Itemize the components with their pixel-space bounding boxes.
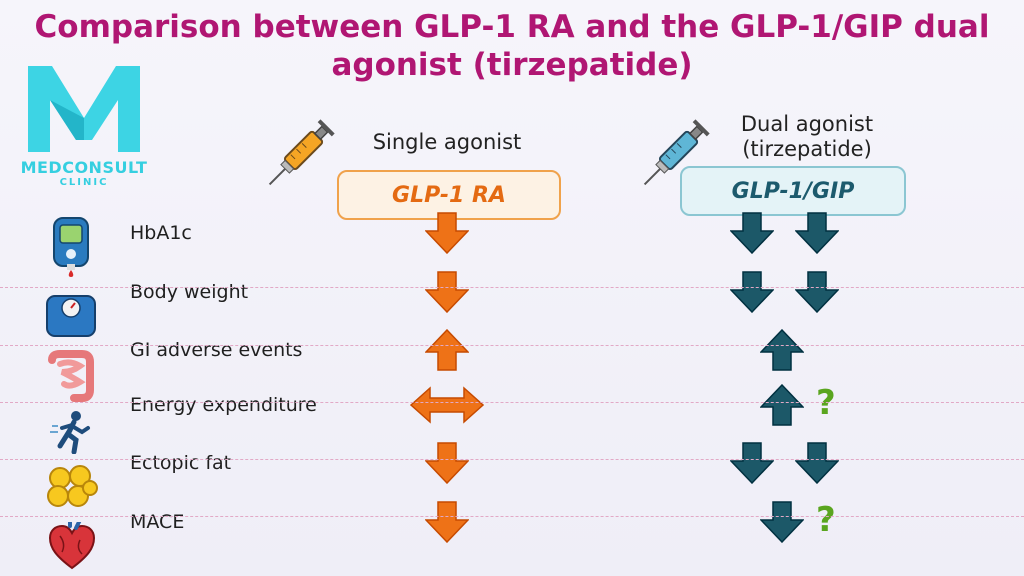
row-divider (0, 516, 1024, 517)
single-agonist-arrow-up (425, 329, 469, 371)
dual-agonist-header: Dual agonist (tirzepatide) (712, 112, 902, 162)
single-agonist-arrow-down (425, 442, 469, 484)
table-row: Ectopic fat (0, 434, 1024, 492)
row-label: GI adverse events (130, 339, 303, 361)
dual-header-line-1: Dual agonist (740, 112, 874, 136)
single-agonist-header: Single agonist (372, 130, 522, 154)
medconsult-logo-icon (28, 66, 140, 152)
row-label: Energy expenditure (130, 394, 317, 416)
row-divider (0, 345, 1024, 346)
glucose-meter-icon (53, 217, 89, 277)
title-line-1: Comparison between GLP-1 RA and the GLP-… (34, 9, 990, 45)
dual-agonist-arrow-down (795, 442, 839, 484)
row-label: HbA1c (130, 222, 192, 244)
row-divider (0, 402, 1024, 403)
table-row: Body weight (0, 263, 1024, 321)
dual-agonist-arrow-down (730, 271, 774, 313)
page-title: Comparison between GLP-1 RA and the GLP-… (0, 8, 1024, 84)
dual-agonist-arrow-down (730, 212, 774, 254)
dual-agonist-arrow-down (760, 501, 804, 543)
logo-subtitle: CLINIC (59, 177, 109, 188)
fat-cells-icon (47, 465, 98, 507)
dual-agonist-arrow-up (760, 329, 804, 371)
single-agonist-arrow-both (410, 386, 484, 424)
uncertain-question-mark: ? (816, 500, 836, 540)
single-agonist-arrow-down (425, 271, 469, 313)
table-row: HbA1c (0, 204, 1024, 262)
title-line-2: agonist (tirzepatide) (331, 47, 693, 83)
row-label: Ectopic fat (130, 452, 232, 474)
scale-icon (46, 295, 96, 337)
row-divider (0, 287, 1024, 288)
single-agonist-arrow-down (425, 212, 469, 254)
table-row: MACE (0, 493, 1024, 551)
table-row: GI adverse events (0, 321, 1024, 379)
runner-icon (50, 411, 90, 454)
glp1-ra-pill: GLP-1 RA (337, 170, 561, 220)
dual-agonist-arrow-down (795, 212, 839, 254)
dual-header-line-2: (tirzepatide) (742, 137, 872, 161)
dual-agonist-arrow-up (760, 384, 804, 426)
uncertain-question-mark: ? (816, 383, 836, 423)
blue-syringe-icon (643, 119, 710, 186)
row-label: Body weight (130, 281, 249, 303)
orange-syringe-icon (268, 119, 335, 186)
intestine-icon (48, 350, 94, 402)
logo-name: MEDCONSULT (20, 158, 148, 177)
dual-agonist-arrow-down (730, 442, 774, 484)
row-label: MACE (130, 511, 185, 533)
heart-icon (48, 522, 96, 570)
table-row: Energy expenditure (0, 376, 1024, 434)
dual-agonist-arrow-down (795, 271, 839, 313)
single-agonist-arrow-down (425, 501, 469, 543)
glp1-gip-pill: GLP-1/GIP (680, 166, 906, 216)
row-divider (0, 459, 1024, 460)
